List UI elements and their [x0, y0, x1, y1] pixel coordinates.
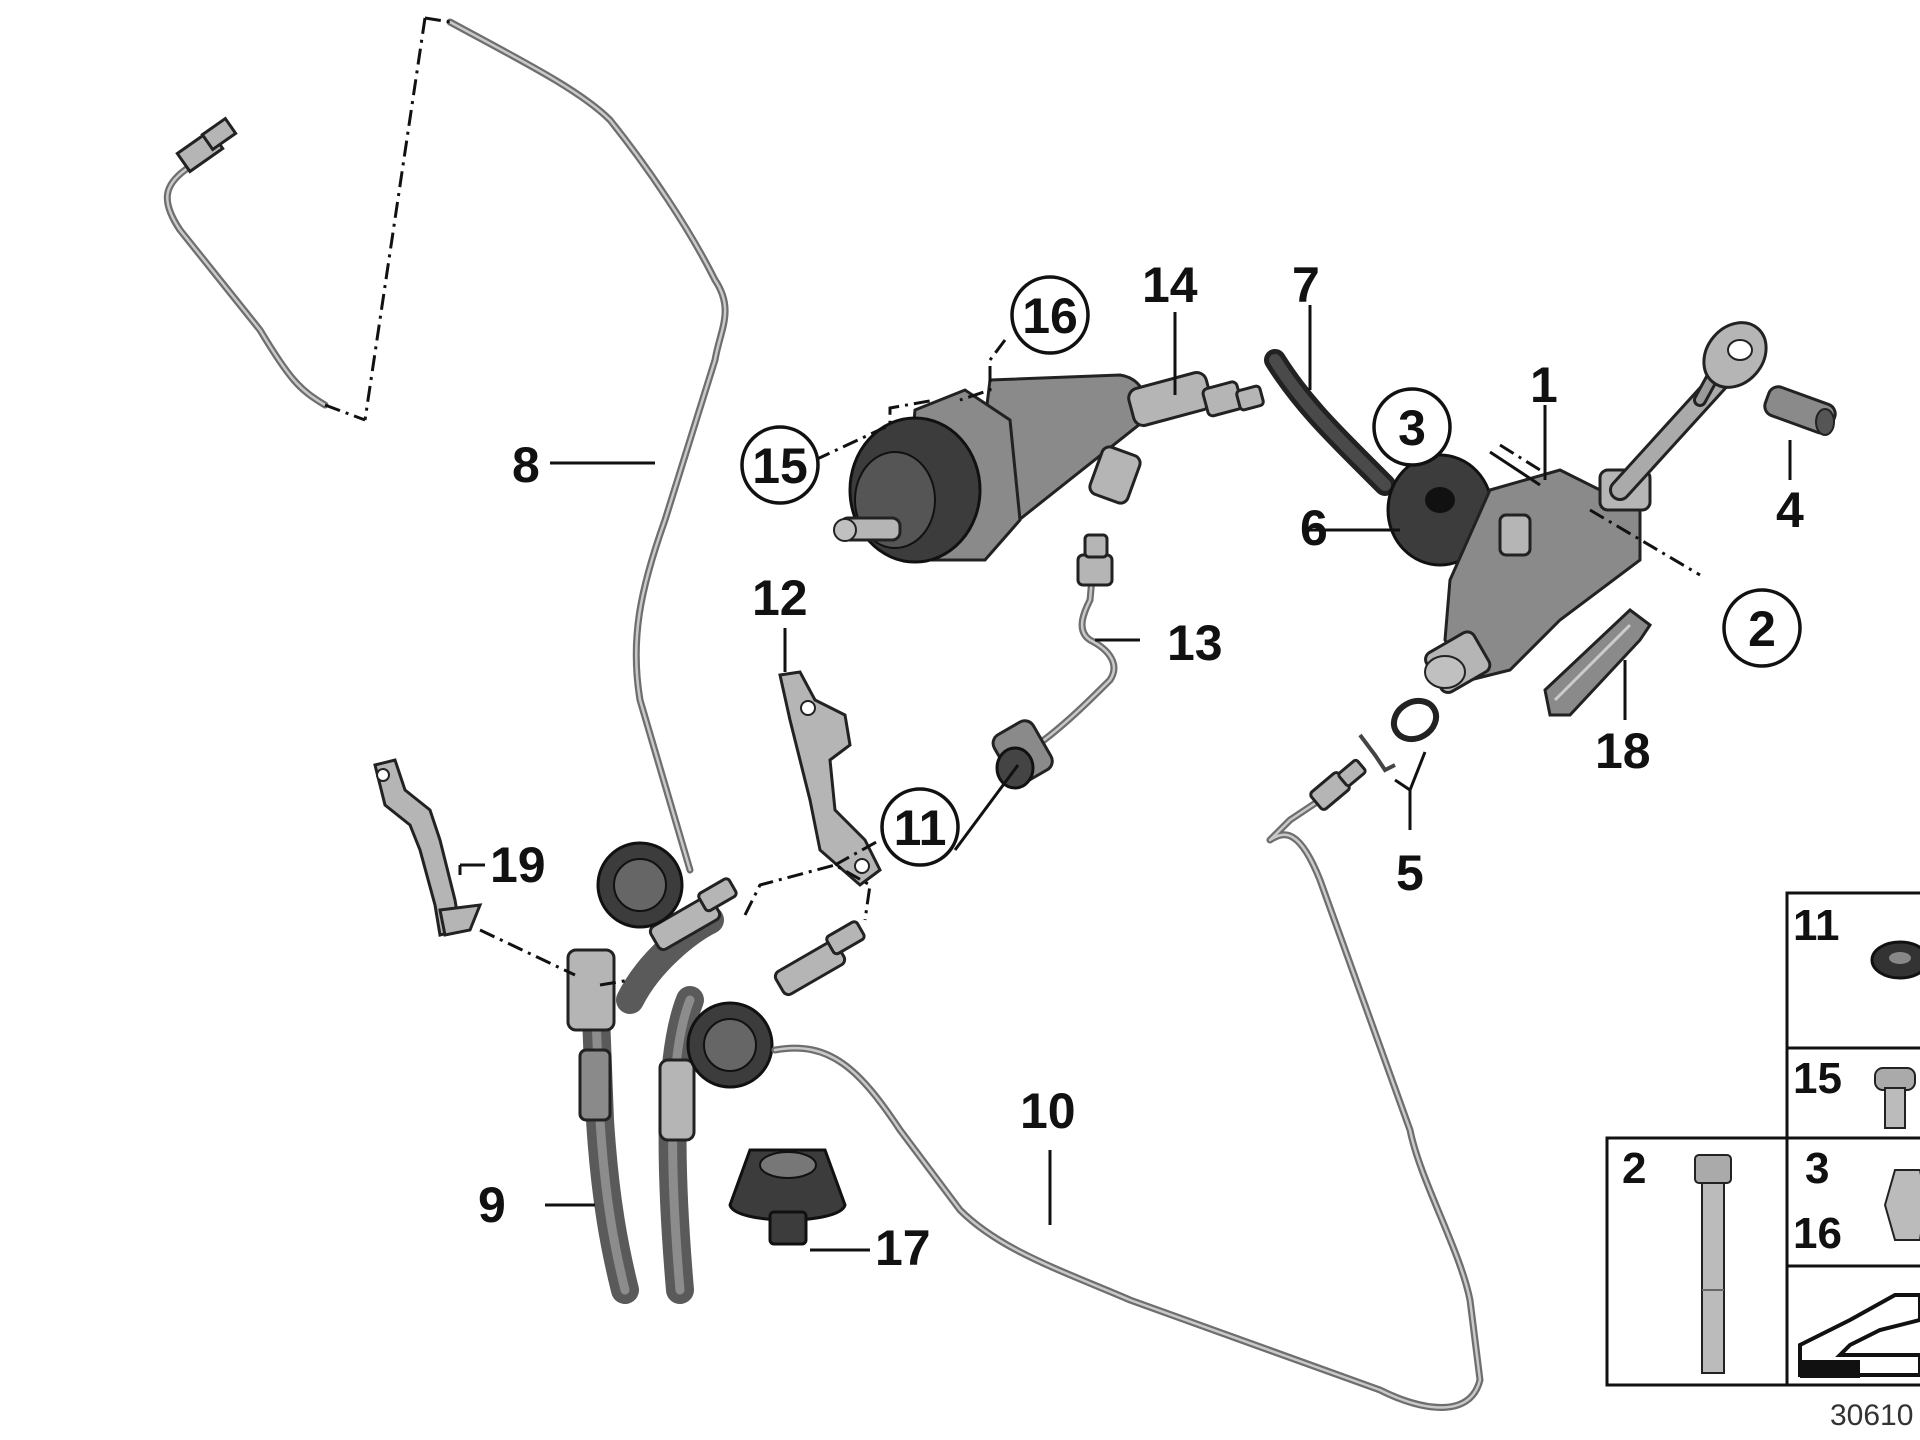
callout-10: 10 [1020, 1083, 1076, 1139]
hose-13[interactable] [1026, 533, 1118, 754]
legend-nut-icon [1883, 1169, 1920, 1241]
hose-7[interactable] [1264, 349, 1396, 496]
callout-19: 19 [490, 837, 546, 893]
callout-18: 18 [1595, 723, 1651, 779]
pipe-8[interactable] [163, 16, 729, 874]
callout-15: 15 [752, 438, 808, 494]
legend-3: 3 [1805, 1144, 1829, 1193]
callout-17: 17 [875, 1220, 931, 1276]
grommet-lower [686, 1001, 774, 1089]
callout-6: 6 [1300, 500, 1328, 556]
part-18[interactable] [1543, 608, 1653, 717]
callout-ring-16 [1010, 275, 1090, 355]
legend-2: 2 [1622, 1144, 1646, 1193]
slave-cylinder-14[interactable] [833, 370, 1265, 564]
callout-4: 4 [1776, 482, 1804, 538]
callout-ring-3 [1372, 387, 1452, 467]
legend-arrow-icon [1798, 1293, 1920, 1377]
callout-ring-11 [880, 787, 960, 867]
legend-bolt-15-icon [1874, 1067, 1916, 1091]
bracket-19[interactable] [373, 758, 483, 937]
legend-11: 11 [1793, 901, 1840, 950]
legend-15: 15 [1793, 1054, 1842, 1103]
grommet-upper [596, 841, 684, 929]
hose-9[interactable] [566, 877, 866, 1304]
part-5[interactable] [1358, 693, 1443, 773]
callout-5: 5 [1396, 845, 1424, 901]
bracket-12[interactable] [778, 670, 882, 887]
leader-lines [458, 305, 1792, 1252]
part-17[interactable] [728, 1148, 847, 1246]
pipe-10[interactable] [771, 758, 1484, 1411]
legend-16: 16 [1793, 1209, 1842, 1258]
part-4[interactable] [1762, 384, 1838, 436]
callout-ring-15 [740, 425, 820, 505]
diagram-code: 30610 [1830, 1399, 1913, 1432]
callout-3: 3 [1398, 400, 1426, 456]
callout-16: 16 [1022, 288, 1078, 344]
callouts: 8 9 10 12 13 14 17 18 19 7 6 1 4 5 16 15… [478, 257, 1804, 1276]
callout-2: 2 [1748, 601, 1776, 657]
callout-7: 7 [1292, 257, 1320, 313]
callout-13: 13 [1167, 615, 1223, 671]
callout-8: 8 [512, 437, 540, 493]
callout-9: 9 [478, 1177, 506, 1233]
callout-1: 1 [1530, 357, 1558, 413]
callout-12: 12 [752, 570, 808, 626]
legend-bolt-2-icon [1694, 1154, 1732, 1184]
hardware-legend: 11 15 2 3 16 [1605, 891, 1920, 1387]
callout-ring-2 [1722, 588, 1802, 668]
callout-14: 14 [1142, 257, 1198, 313]
seal-11[interactable] [989, 717, 1055, 790]
master-cylinder-1[interactable] [1423, 310, 1779, 695]
callout-11: 11 [894, 800, 947, 856]
